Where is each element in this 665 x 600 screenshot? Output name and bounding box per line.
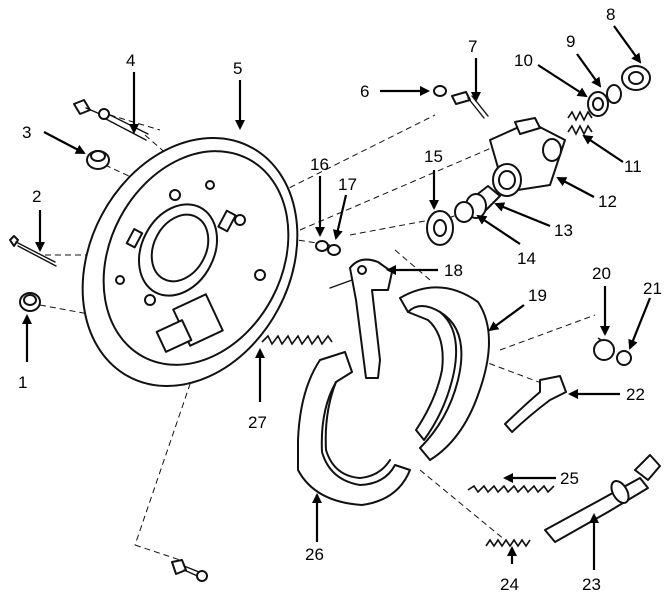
part-9-piston bbox=[606, 84, 622, 104]
callout-arrows bbox=[22, 25, 652, 570]
part-16-washer bbox=[315, 240, 329, 252]
part-19-brake-shoe bbox=[399, 286, 490, 461]
callout-8: 8 bbox=[606, 5, 615, 24]
part-3-nut bbox=[86, 150, 110, 170]
callout-17: 17 bbox=[338, 175, 357, 194]
callout-3: 3 bbox=[22, 123, 31, 142]
part-25-spring bbox=[467, 484, 555, 494]
part-10-cup bbox=[587, 91, 609, 117]
part-6-cap bbox=[433, 85, 447, 97]
bottom-bolt bbox=[171, 559, 208, 582]
callout-19: 19 bbox=[528, 286, 547, 305]
callout-18: 18 bbox=[444, 261, 463, 280]
part-12-cylinder-body bbox=[489, 117, 566, 197]
callout-13: 13 bbox=[554, 221, 573, 240]
part-26-brake-shoe bbox=[297, 351, 411, 506]
callout-15: 15 bbox=[424, 147, 443, 166]
callout-26: 26 bbox=[305, 545, 324, 564]
part-17-washer bbox=[327, 244, 341, 256]
part-21-washer bbox=[616, 350, 632, 366]
part-18-lever bbox=[349, 258, 393, 379]
callout-5: 5 bbox=[233, 59, 242, 78]
callout-23: 23 bbox=[582, 575, 601, 594]
part-23-adjuster bbox=[544, 454, 661, 543]
part-27-spring bbox=[261, 279, 353, 346]
part-15-cup bbox=[426, 210, 454, 246]
part-11-spring bbox=[567, 110, 593, 136]
part-4-bolts bbox=[73, 99, 149, 141]
callout-22: 22 bbox=[626, 385, 645, 404]
part-22-adjuster-lever bbox=[504, 375, 567, 433]
callout-10: 10 bbox=[514, 51, 533, 70]
backing-plate bbox=[81, 136, 299, 388]
callout-16: 16 bbox=[310, 155, 329, 174]
callout-labels: 1 2 3 4 5 6 7 8 9 10 11 12 13 14 15 16 1… bbox=[18, 5, 662, 594]
callout-11: 11 bbox=[624, 157, 642, 176]
callout-6: 6 bbox=[360, 82, 369, 101]
callout-4: 4 bbox=[126, 51, 135, 70]
part-7-bleeder bbox=[451, 91, 489, 119]
part-2-bolt bbox=[9, 235, 57, 267]
part-1-plug bbox=[19, 292, 41, 312]
callout-7: 7 bbox=[468, 37, 477, 56]
callout-20: 20 bbox=[592, 264, 611, 283]
callout-25: 25 bbox=[560, 469, 579, 488]
callout-24: 24 bbox=[500, 575, 519, 594]
callout-21: 21 bbox=[643, 279, 662, 298]
callout-1: 1 bbox=[18, 373, 27, 392]
callout-9: 9 bbox=[566, 32, 575, 51]
part-20-spring bbox=[593, 337, 615, 361]
callout-12: 12 bbox=[598, 192, 617, 211]
callout-2: 2 bbox=[32, 187, 41, 206]
part-24-spring bbox=[485, 538, 531, 548]
callout-14: 14 bbox=[517, 249, 536, 268]
part-8-boot bbox=[621, 65, 651, 91]
part-14-piston bbox=[454, 201, 474, 223]
callout-27: 27 bbox=[248, 413, 267, 432]
